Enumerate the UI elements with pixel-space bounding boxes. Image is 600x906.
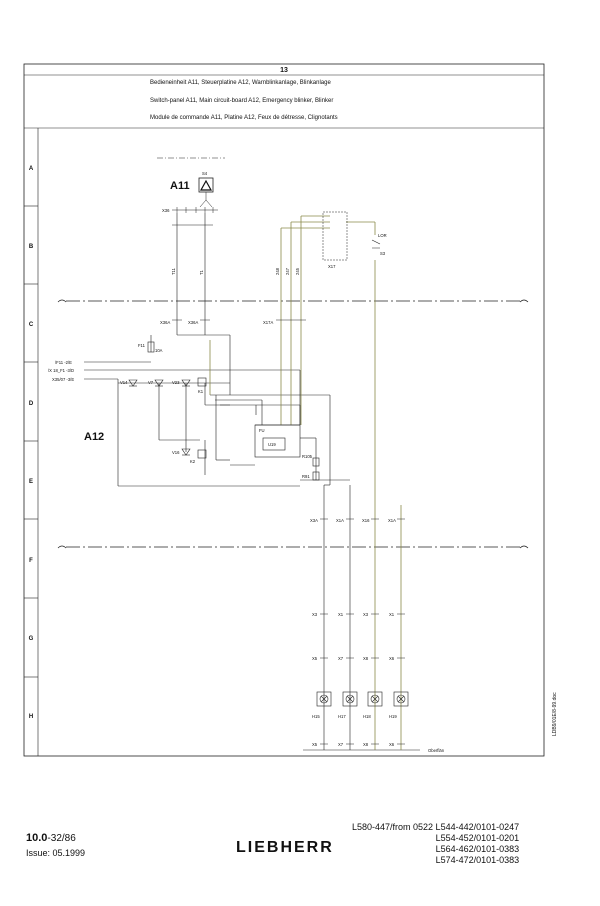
colored-wiring (209, 215, 402, 750)
row-label-f: F (29, 558, 33, 564)
outer-frame (23, 63, 545, 757)
label-s4: S4 (202, 171, 208, 176)
diodes (128, 379, 191, 456)
terminal-mid-3: X8 (363, 656, 369, 661)
label-x36a-2: X36A (188, 320, 198, 325)
wire-t1: T1 (199, 269, 204, 275)
lamps (316, 691, 409, 707)
resistor-r105 (312, 457, 320, 467)
label-r105: R105 (302, 454, 313, 459)
label-x1a: X1A (336, 518, 344, 523)
label-v7: V7 (148, 380, 154, 385)
issue-date: Issue: 05.1999 (26, 848, 86, 858)
ref-x35-07: X35/07 -3/E (52, 377, 74, 382)
label-x36: X36 (162, 208, 170, 213)
row-label-b: B (29, 244, 34, 250)
label-s3: S3 (380, 251, 386, 256)
row-label-h: H (29, 714, 33, 720)
label-k2: K2 (190, 459, 196, 464)
row-label-d: D (29, 401, 34, 407)
label-x1a-2: X1A (388, 518, 396, 523)
model-line-1: L580-447/from 0522 L544-442/0101-0247 (352, 822, 520, 832)
row-grid (24, 205, 38, 678)
terminal-bot-1: X5 (312, 742, 318, 747)
model-line-4: L574-472/0101-0383 (435, 855, 520, 865)
lamp-h19: H19 (389, 714, 397, 719)
label-x17: X17 (328, 264, 336, 269)
terminal-top-4: X1 (389, 612, 395, 617)
terminal-bot-3: X8 (363, 742, 369, 747)
row-label-c: C (29, 322, 34, 328)
label-r91: R91 (302, 474, 310, 479)
label-x17a: X17A (263, 320, 273, 325)
switch-s3-symbol (371, 239, 381, 249)
separator-lines (57, 157, 529, 549)
label-a12: A12 (84, 431, 104, 443)
document-id: LDB9/01E/8-99.doc (552, 692, 558, 736)
label-lor: LOR (378, 233, 387, 238)
model-line-3: L564-462/0101-0383 (435, 844, 520, 854)
terminal-ticks (320, 613, 405, 745)
ref-f11: /F11 -2/E (55, 360, 72, 365)
relay-k1 (197, 377, 207, 387)
wire-248: 248 (275, 267, 280, 275)
label-x36a-1: X36A (160, 320, 170, 325)
page-number: 10.0-32/86 (26, 832, 76, 844)
sheet-number: 13 (280, 67, 288, 74)
terminal-mid-1: X5 (312, 656, 318, 661)
wire-245: 245 (295, 267, 300, 275)
relay-k2 (197, 449, 207, 459)
label-f11: F11 (138, 343, 146, 348)
lamp-h15: H15 (312, 714, 320, 719)
page-number-minor: -32/86 (47, 833, 76, 844)
label-f11-rating: 10A (155, 348, 163, 353)
module-u19 (262, 437, 286, 451)
label-a11: A11 (170, 180, 190, 192)
label-x16: X16 (362, 518, 370, 523)
fuse-f11 (147, 341, 155, 353)
row-label-a: A (29, 166, 34, 172)
model-line-2: L554-452/0101-0201 (435, 833, 520, 843)
title-en: Switch-panel A11, Main circuit-board A12… (150, 98, 333, 104)
label-fu: FU (259, 428, 265, 433)
lamp-h18: H18 (363, 714, 371, 719)
label-v16: V16 (172, 450, 180, 455)
label-u19: U19 (268, 442, 276, 447)
terminal-top-1: X3 (312, 612, 318, 617)
wire-t11: T11 (171, 267, 176, 275)
title-fr: Module de commande A11, Platine A12, Feu… (150, 115, 338, 121)
warning-triangle-icon (199, 179, 213, 191)
x36-connector (172, 192, 218, 213)
terminal-bot-2: X7 (338, 742, 344, 747)
terminal-top-3: X3 (363, 612, 369, 617)
label-x3a: X3A (310, 518, 318, 523)
terminal-mid-2: X7 (338, 656, 344, 661)
row-label-g: G (29, 636, 34, 642)
terminal-bot-4: X6 (389, 742, 395, 747)
connector-x17 (322, 211, 348, 261)
ground-label: Oberflän (428, 748, 445, 753)
model-list: L580-447/from 0522 L544-442/0101-0247 L5… (352, 822, 519, 866)
ref-x18-f1: /X 18_F1 -3/D (48, 368, 74, 373)
brand-logo: LIEBHERR (236, 839, 334, 856)
title-de: Bedieneinheit A11, Steuerplatine A12, Wa… (150, 80, 331, 86)
label-k1: K1 (198, 389, 204, 394)
terminal-top-2: X1 (338, 612, 344, 617)
resistor-r91 (312, 471, 320, 481)
label-v14: V14 (120, 380, 128, 385)
wiring (84, 213, 420, 751)
label-v23: V23 (172, 380, 180, 385)
lamp-h17: H17 (338, 714, 346, 719)
terminal-mid-4: X6 (389, 656, 395, 661)
page-number-major: 10.0 (26, 832, 48, 844)
flasher-unit-fu (254, 424, 301, 458)
wire-247: 247 (285, 267, 290, 275)
row-label-e: E (29, 479, 33, 485)
